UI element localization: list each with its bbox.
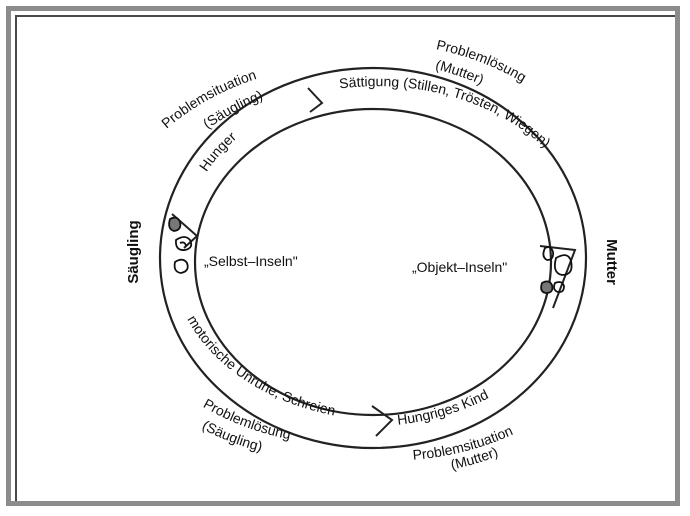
inner-label-selbst-inseln: „Selbst–Inseln" (204, 253, 298, 269)
segment-arrow-top (307, 87, 324, 113)
ring-label-hungriges-kind: Hungriges Kind (396, 386, 490, 428)
objekt-islands-icon (540, 246, 573, 294)
ring-inner (193, 107, 553, 417)
ring-label-hungriges-kind-path: Hungriges Kind (396, 386, 490, 428)
segment-arrow-right (539, 245, 577, 309)
selbst-islands-icon (168, 216, 193, 274)
inner-label-objekt-inseln: „Objekt–Inseln" (412, 259, 507, 275)
ring-outer (158, 66, 588, 450)
segment-arrow-bottom (371, 405, 394, 437)
figure-inner-border (15, 15, 675, 501)
side-label-mutter: Mutter (603, 239, 620, 285)
ring-label-saettigung: Sättigung (Stillen, Trösten, Wiegen) (338, 73, 554, 150)
side-label-saeugling: Säugling (125, 220, 142, 283)
ring-label-saettigung-path: Sättigung (Stillen, Trösten, Wiegen) (338, 73, 554, 150)
